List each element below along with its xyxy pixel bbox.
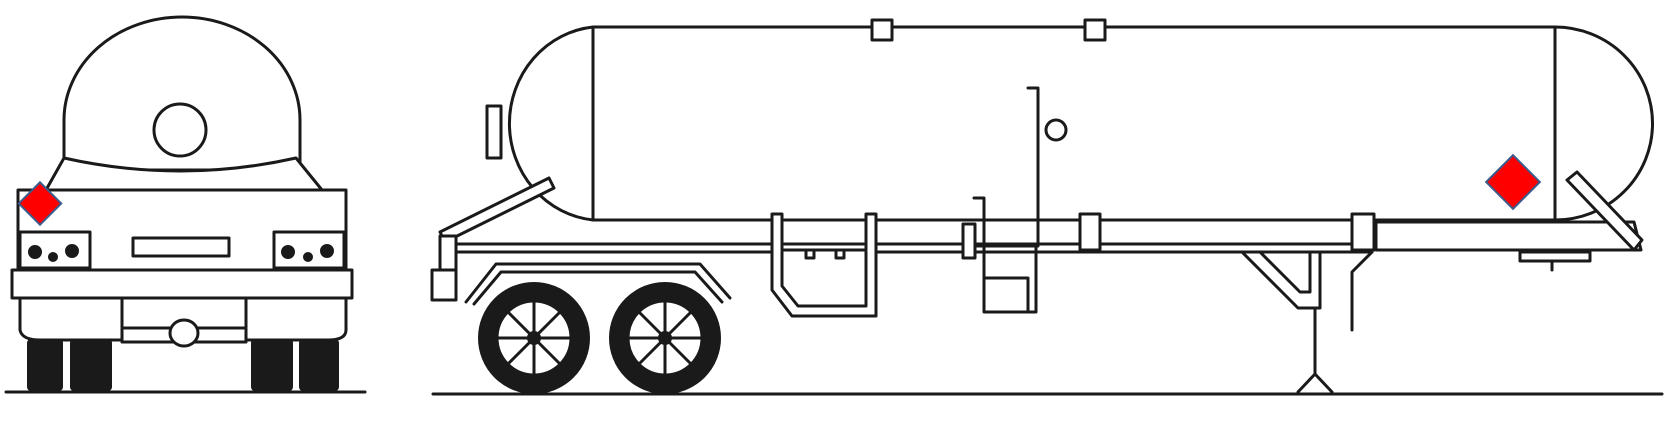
top-fitting-2 xyxy=(1083,18,1107,42)
front-bracket xyxy=(438,234,458,274)
landing-gear-brace xyxy=(1240,250,1322,310)
wheel-rear xyxy=(609,282,721,394)
front-head-fitting xyxy=(485,104,503,160)
fender-inner xyxy=(472,270,724,306)
landing-gear-foot xyxy=(1296,372,1334,394)
rail-fitting-aft xyxy=(1350,212,1376,252)
tire-left-inner xyxy=(70,339,112,391)
rail-fitting-rear xyxy=(1078,212,1102,252)
rear-tires xyxy=(27,339,339,391)
rear-lamp-right-2 xyxy=(303,252,313,262)
top-fitting-1 xyxy=(870,18,894,42)
wheel-front xyxy=(478,282,590,394)
rear-tank-collar xyxy=(44,156,324,192)
rear-placard-diamond xyxy=(17,180,63,227)
rear-view xyxy=(4,15,367,394)
rear-lamp-left-3 xyxy=(65,244,79,258)
rear-bumper-bracket xyxy=(1374,220,1643,252)
tire-right-inner xyxy=(251,339,293,391)
tire-left-outer xyxy=(27,339,63,391)
side-tank-shell xyxy=(508,25,1655,222)
rear-light-bar xyxy=(1518,250,1592,263)
rear-license-plate xyxy=(131,236,231,258)
side-gauge xyxy=(1044,118,1068,142)
rear-hitch xyxy=(168,318,200,348)
side-ladder-upright xyxy=(972,86,1040,248)
tire-right-outer xyxy=(299,339,339,391)
wheel-front-hub xyxy=(527,331,541,345)
front-support-arm xyxy=(438,176,556,244)
rear-lamp-left-1 xyxy=(28,245,42,259)
front-light-box xyxy=(430,268,458,302)
rear-bumper xyxy=(10,268,354,300)
rear-manhole-cover xyxy=(152,102,208,158)
rear-tank-dome xyxy=(62,15,302,172)
valve-notches xyxy=(804,248,846,260)
side-view xyxy=(430,18,1664,396)
rear-lamp-left-2 xyxy=(48,252,58,262)
valve-cabinet xyxy=(770,212,878,318)
wheel-rear-hub xyxy=(658,331,672,345)
rear-tail-arm xyxy=(1565,170,1644,252)
rear-lamp-right-1 xyxy=(281,245,295,259)
side-ladder-lower xyxy=(972,196,1038,314)
fender-outer xyxy=(464,262,732,304)
side-placard-diamond xyxy=(1484,153,1542,211)
rail-fitting-mid xyxy=(961,222,977,260)
rear-understructure xyxy=(1350,250,1374,332)
rear-lamp-right-3 xyxy=(320,244,334,258)
valve-cabinet-inner xyxy=(780,250,868,308)
